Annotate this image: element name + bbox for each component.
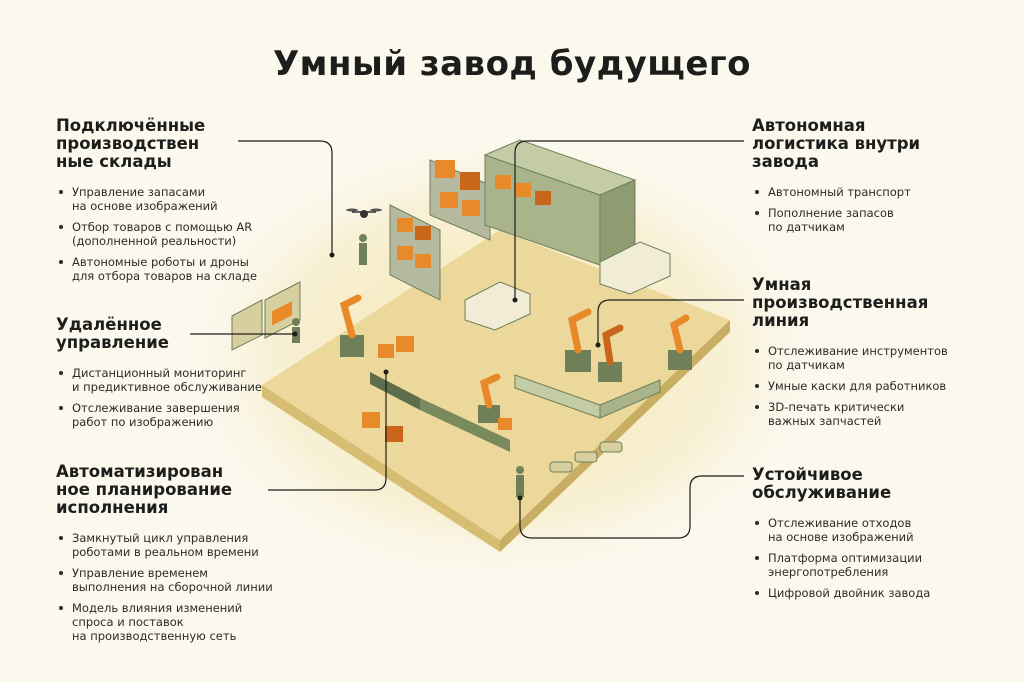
- conveyor-lines: [370, 372, 661, 452]
- section-heading: Устойчивое обслуживание: [752, 465, 892, 502]
- section-heading: Подключённые производствен ные склады: [56, 116, 206, 171]
- section-autonomous-logistics: Автономная логистика внутри завода Автон…: [752, 117, 982, 241]
- page-title: Умный завод будущего: [272, 44, 752, 84]
- list-item: Умные каски для работников: [752, 379, 982, 393]
- section-items: Замкнутый цикл управления роботами в реа…: [56, 531, 286, 643]
- section-items: Отслеживание инструментов по датчикам Ум…: [752, 344, 982, 428]
- section-sustainable-maintenance: Устойчивое обслуживание Отслеживание отх…: [752, 466, 982, 607]
- drone-icon: [346, 208, 382, 218]
- list-item: Отслеживание отходов на основе изображен…: [752, 516, 982, 544]
- list-item: Управление временем выполнения на сбороч…: [56, 566, 286, 594]
- list-item: Управление запасами на основе изображени…: [56, 185, 276, 213]
- warehouse-shelves: [389, 159, 491, 301]
- small-vehicles: [549, 441, 623, 473]
- list-item: Отслеживание завершения работ по изображ…: [56, 401, 276, 429]
- section-items: Управление запасами на основе изображени…: [56, 185, 276, 283]
- section-smart-production-line: Умная производственная линия Отслеживани…: [752, 276, 982, 435]
- list-item: Цифровой двойник завода: [752, 586, 982, 600]
- section-heading: Автономная логистика внутри завода: [752, 116, 921, 171]
- section-items: Дистанционный мониторинг и предиктивное …: [56, 366, 276, 429]
- section-items: Отслеживание отходов на основе изображен…: [752, 516, 982, 600]
- list-item: Пополнение запасов по датчикам: [752, 206, 982, 234]
- section-heading: Автоматизирован ное планирование исполне…: [56, 462, 233, 517]
- section-heading: Умная производственная линия: [752, 275, 929, 330]
- list-item: Модель влияния изменений спроса и постав…: [56, 601, 286, 643]
- list-item: 3D-печать критически важных запчастей: [752, 400, 982, 428]
- list-item: Замкнутый цикл управления роботами в реа…: [56, 531, 286, 559]
- list-item: Отбор товаров с помощью AR (дополненной …: [56, 220, 276, 248]
- list-item: Автономный транспорт: [752, 185, 982, 199]
- section-connected-warehouses: Подключённые производствен ные склады Уп…: [56, 117, 276, 290]
- list-item: Автономные роботы и дроны для отбора тов…: [56, 255, 276, 283]
- section-heading: Удалённое управление: [56, 315, 169, 352]
- section-remote-control: Удалённое управление Дистанционный монит…: [56, 316, 276, 436]
- list-item: Платформа оптимизации энергопотребления: [752, 551, 982, 579]
- section-items: Автономный транспорт Пополнение запасов …: [752, 185, 982, 234]
- list-item: Отслеживание инструментов по датчикам: [752, 344, 982, 372]
- list-item: Дистанционный мониторинг и предиктивное …: [56, 366, 276, 394]
- section-automated-planning: Автоматизирован ное планирование исполне…: [56, 463, 286, 650]
- remote-monitors: [231, 281, 301, 351]
